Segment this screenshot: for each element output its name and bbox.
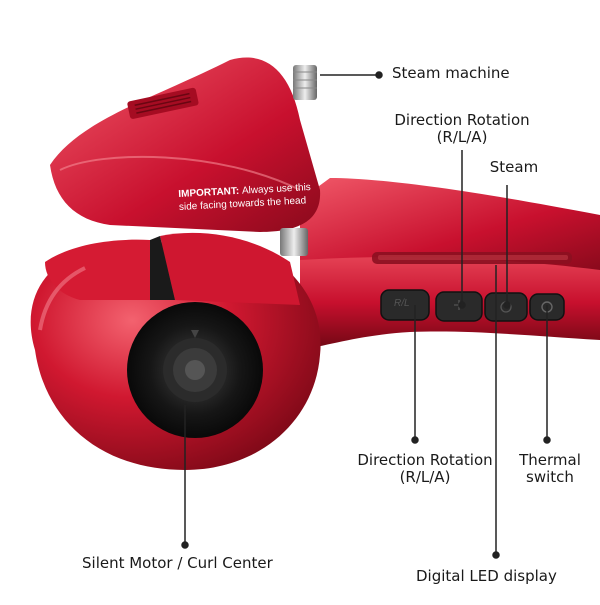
rla-button-label: R/L <box>394 298 410 309</box>
label-steam-machine: Steam machine <box>392 64 510 82</box>
left-flap <box>45 239 150 300</box>
label-direction-rotation-top: Direction Rotation (R/L/A) <box>376 112 548 146</box>
label-thermal-switch-line2: switch <box>526 468 574 486</box>
label-digital-led: Digital LED display <box>416 567 557 585</box>
label-direction-rotation-bottom: Direction Rotation (R/L/A) <box>340 452 510 486</box>
warning-bold: IMPORTANT: <box>178 185 240 200</box>
label-direction-rotation-bottom-line1: Direction Rotation <box>357 451 493 469</box>
hinge <box>280 228 308 256</box>
label-direction-rotation-top-line1: Direction Rotation <box>394 111 530 129</box>
label-direction-rotation-top-line2: (R/L/A) <box>436 128 488 146</box>
label-steam: Steam <box>489 158 539 176</box>
label-thermal-switch-line1: Thermal <box>519 451 581 469</box>
motor-hub <box>163 330 227 402</box>
right-flap <box>160 232 300 305</box>
label-direction-rotation-bottom-line2: (R/L/A) <box>399 468 451 486</box>
steam-nozzle <box>293 65 317 100</box>
top-hood <box>50 57 321 232</box>
callout-lines <box>181 71 551 559</box>
handle-top <box>300 178 600 270</box>
rotation-button <box>380 289 430 321</box>
warning-rest: Always use this <box>241 182 312 197</box>
label-thermal-switch: Thermal switch <box>510 452 590 486</box>
label-silent-motor: Silent Motor / Curl Center <box>82 554 273 572</box>
